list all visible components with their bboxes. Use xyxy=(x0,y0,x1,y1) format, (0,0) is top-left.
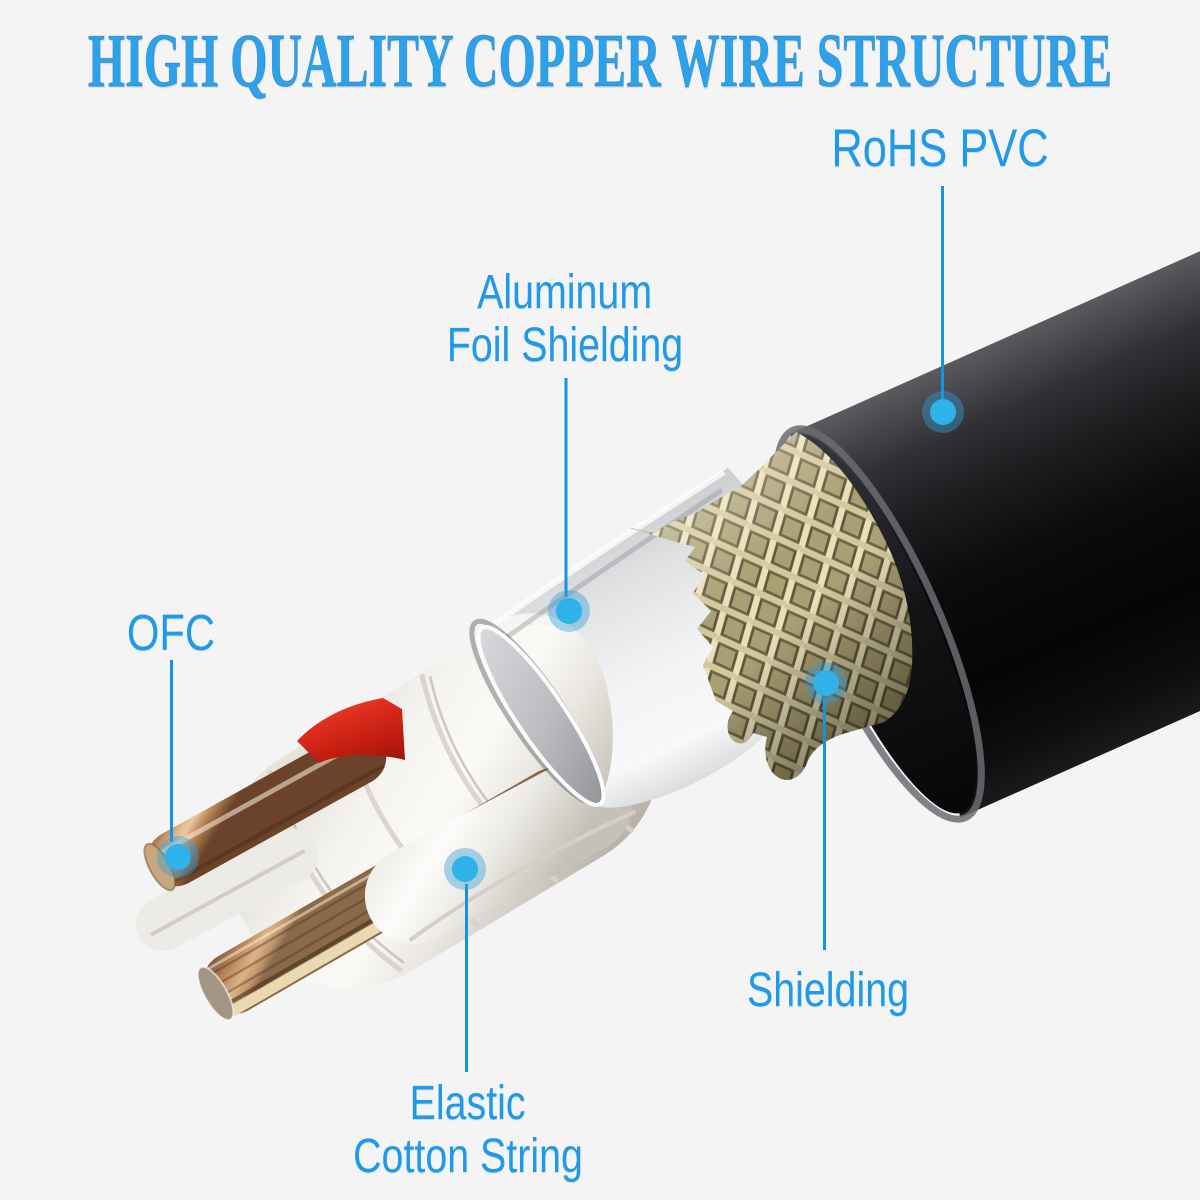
ofc-label-text: OFC xyxy=(126,604,216,661)
ofc-label: OFC xyxy=(117,606,225,659)
callout-lines xyxy=(170,186,944,1072)
rohs-pvc-label: RoHS PVC xyxy=(807,122,1072,175)
shielding-label-text: Shielding xyxy=(747,964,909,1017)
rohs-pvc-label-text: RoHS PVC xyxy=(831,119,1049,178)
elastic-cotton-label-line1: Elastic xyxy=(410,1077,526,1130)
rohs-pvc-marker-dot xyxy=(922,391,964,433)
elastic-cotton-label-line2: Cotton String xyxy=(353,1130,583,1183)
aluminum-foil-marker-dot xyxy=(548,590,590,632)
callout-markers xyxy=(157,391,964,890)
aluminum-foil-label: Aluminum Foil Shielding xyxy=(421,266,709,372)
cotton-wisp xyxy=(135,828,319,952)
page-title-text: HIGH QUALITY COPPER WIRE STRUCTURE xyxy=(87,19,1113,103)
cotton-strand-front xyxy=(364,756,637,944)
shielding-marker-dot xyxy=(805,662,847,704)
aluminum-foil-label-line1: Aluminum xyxy=(477,266,653,319)
ofc-marker-dot xyxy=(157,836,199,878)
page-title: HIGH QUALITY COPPER WIRE STRUCTURE xyxy=(0,19,1200,104)
shielding-label: Shielding xyxy=(729,964,926,1017)
elastic-cotton-label: Elastic Cotton String xyxy=(328,1077,608,1183)
aluminum-foil-label-line2: Foil Shielding xyxy=(446,319,684,372)
elastic-cotton-marker-dot xyxy=(444,848,486,890)
braided-shielding xyxy=(626,432,913,780)
red-inner-insulation xyxy=(297,698,405,763)
foil-cut-edge xyxy=(476,625,606,807)
